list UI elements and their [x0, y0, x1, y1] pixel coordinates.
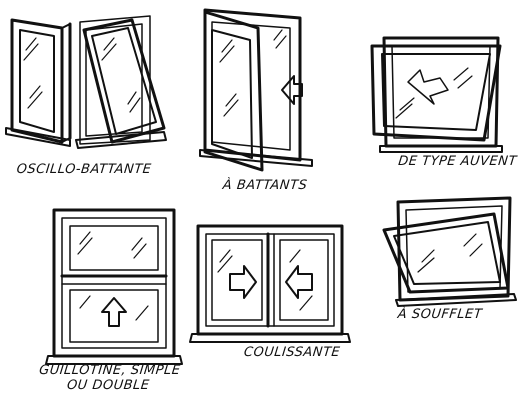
label-guillotine: GUILLOTINE, SIMPLE OU DOUBLE	[22, 363, 195, 393]
de-type-auvent-window-drawing	[372, 38, 502, 152]
label-de-type-auvent: DE TYPE AUVENT	[389, 154, 526, 169]
label-coulissante: COULISSANTE	[231, 345, 353, 360]
a-battants-window-drawing	[200, 10, 312, 170]
label-oscillo-battante: OSCILLO-BATTANTE	[3, 162, 165, 177]
label-guillotine-line2: OU DOUBLE	[22, 378, 194, 393]
label-a-battants: À BATTANTS	[204, 178, 326, 193]
coulissante-window-drawing	[190, 226, 350, 342]
label-guillotine-line1: GUILLOTINE, SIMPLE	[24, 363, 196, 378]
label-a-soufflet: À SOUFFLET	[384, 307, 496, 322]
a-soufflet-window-drawing	[384, 198, 516, 306]
oscillo-battante-window-drawing	[6, 16, 166, 148]
guillotine-window-drawing	[46, 210, 182, 364]
